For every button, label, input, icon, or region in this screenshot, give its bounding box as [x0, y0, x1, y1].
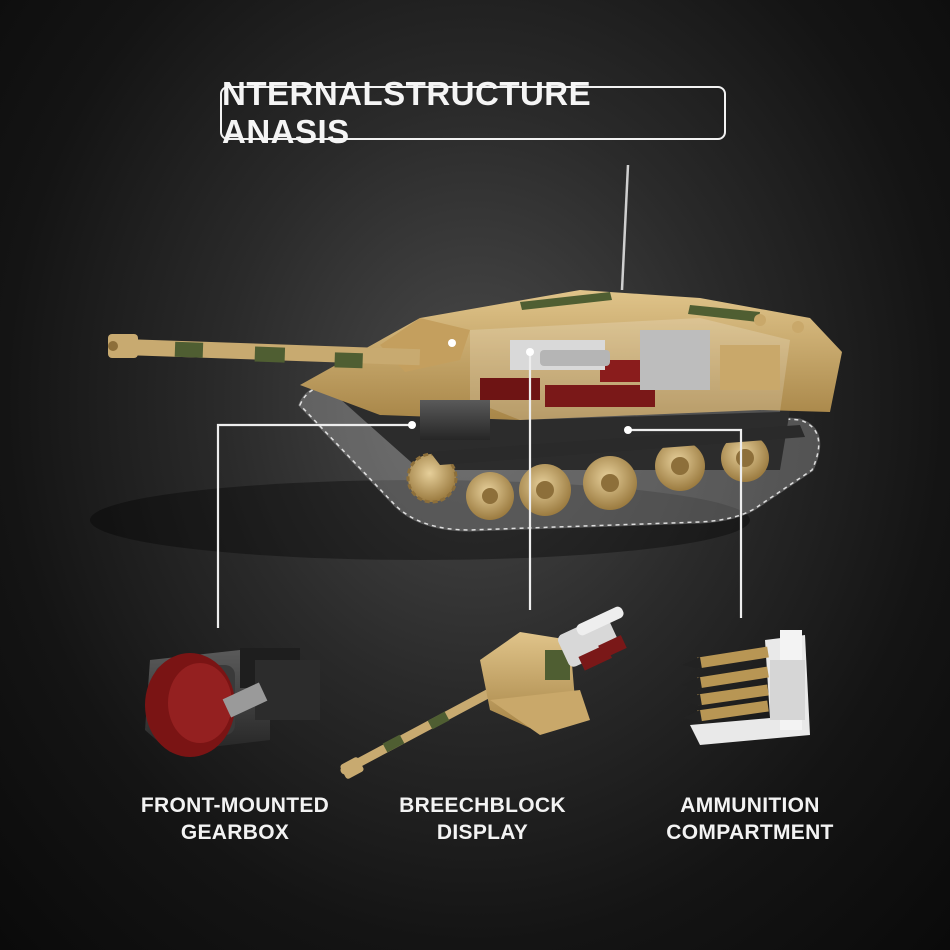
tank-shadow — [90, 480, 750, 560]
breechblock-model — [340, 606, 627, 779]
internal-engine-dark — [420, 400, 490, 440]
ammunition-model — [682, 630, 810, 745]
internal-red-block — [480, 378, 540, 400]
label-ammunition-compartment: AMMUNITION COMPARTMENT — [640, 792, 860, 846]
label-line: GEARBOX — [180, 821, 290, 844]
label-breechblock-display: BREECHBLOCK DISPLAY — [370, 792, 595, 846]
title-frame: NTERNALSTRUCTURE ANASIS — [220, 75, 726, 150]
gearbox-model — [145, 648, 320, 757]
callout-lines — [216, 339, 743, 628]
antenna — [620, 164, 630, 291]
label-line: DISPLAY — [436, 821, 529, 844]
track-upper — [430, 425, 805, 465]
label-line: AMMUNITION — [680, 794, 820, 817]
label-line: COMPARTMENT — [666, 821, 834, 844]
label-line: FRONT-MOUNTED — [140, 794, 330, 817]
callout-line-ammunition — [628, 428, 743, 618]
main-gun — [108, 334, 421, 369]
label-line: BREECHBLOCK — [399, 794, 566, 817]
road-wheels — [406, 434, 769, 520]
shells — [682, 646, 769, 722]
label-front-mounted-gearbox: FRONT-MOUNTED GEARBOX — [115, 792, 355, 846]
callout-line-gearbox — [216, 423, 412, 628]
tank-model — [108, 164, 842, 532]
page-title: NTERNALSTRUCTURE ANASIS — [222, 75, 592, 150]
